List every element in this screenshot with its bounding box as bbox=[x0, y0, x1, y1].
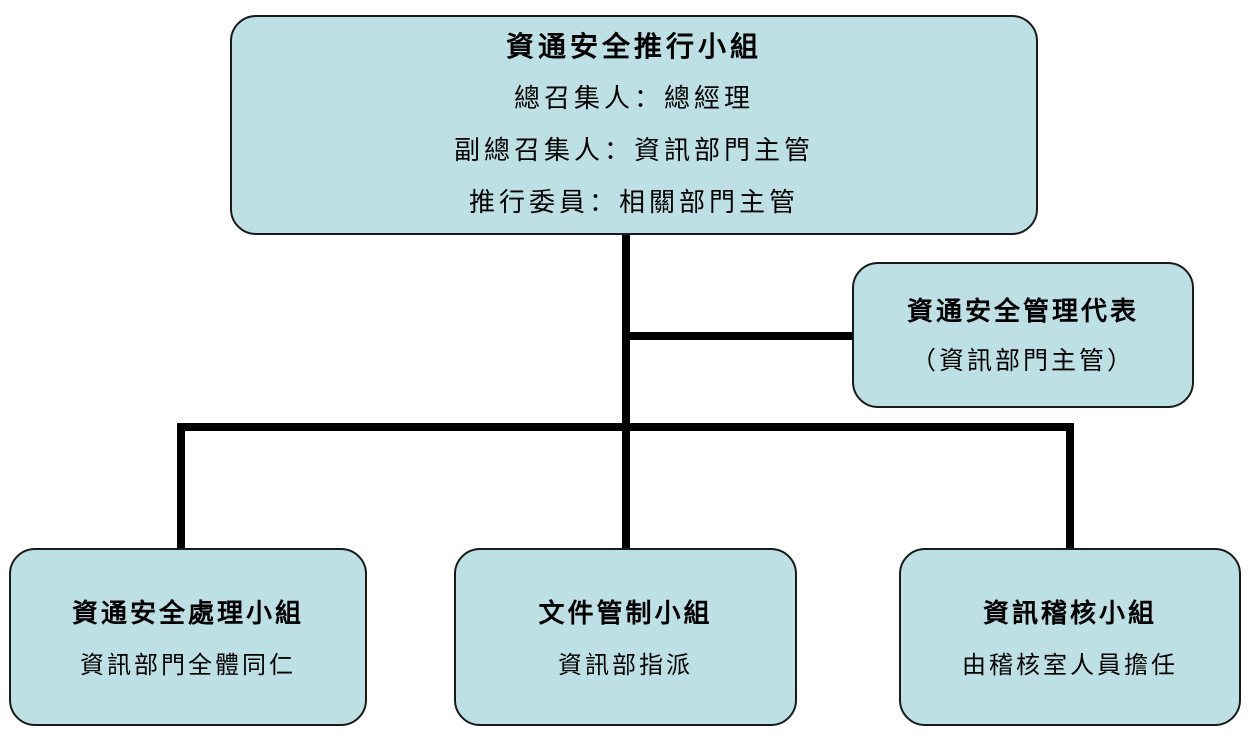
security-rep-box: 資通安全管理代表 （資訊部門主管） bbox=[852, 262, 1194, 408]
document-control-group-members: 資訊部指派 bbox=[558, 651, 693, 679]
steering-group-deputy-convener: 副總召集人：資訊部門主管 bbox=[453, 136, 814, 166]
steering-group-title: 資通安全推行小組 bbox=[505, 30, 762, 63]
steering-group-committee-members: 推行委員：相關部門主管 bbox=[468, 188, 799, 218]
security-rep-subtitle: （資訊部門主管） bbox=[910, 346, 1135, 375]
steering-group-convener: 總召集人：總經理 bbox=[513, 84, 754, 114]
audit-group-title: 資訊稽核小組 bbox=[982, 599, 1157, 629]
incident-handling-group-members: 資訊部門全體同仁 bbox=[80, 651, 296, 679]
incident-handling-group-box: 資通安全處理小組 資訊部門全體同仁 bbox=[9, 548, 367, 726]
audit-group-members: 由稽核室人員擔任 bbox=[962, 651, 1178, 679]
document-control-group-box: 文件管制小組 資訊部指派 bbox=[454, 548, 797, 726]
security-rep-title: 資通安全管理代表 bbox=[906, 297, 1139, 327]
steering-group-box: 資通安全推行小組 總召集人：總經理 副總召集人：資訊部門主管 推行委員：相關部門… bbox=[230, 15, 1038, 235]
document-control-group-title: 文件管制小組 bbox=[538, 599, 713, 629]
incident-handling-group-title: 資通安全處理小組 bbox=[71, 599, 304, 629]
audit-group-box: 資訊稽核小組 由稽核室人員擔任 bbox=[899, 548, 1241, 726]
